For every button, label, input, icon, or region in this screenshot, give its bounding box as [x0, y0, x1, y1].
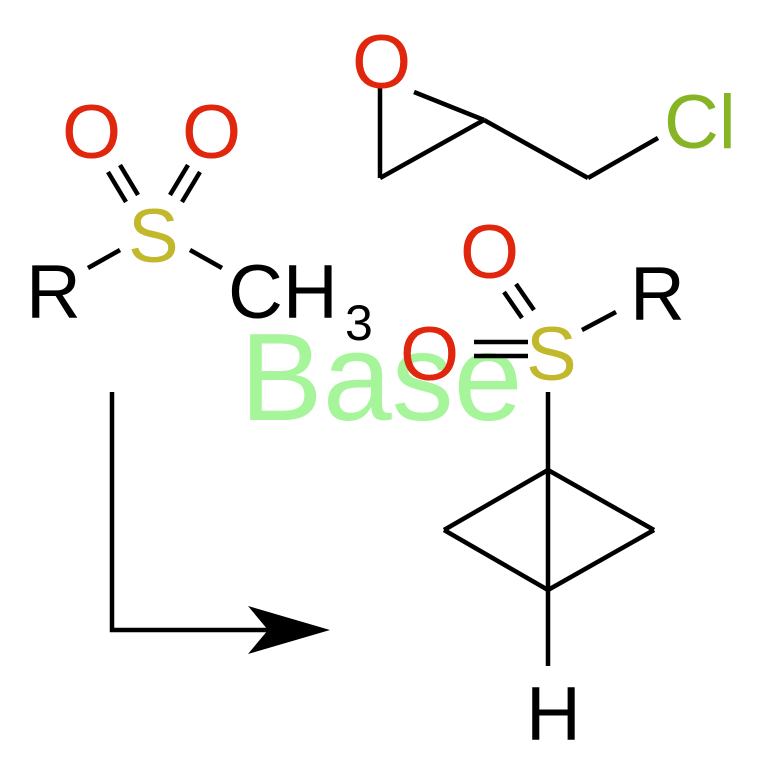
- product-oxygen-top: O: [460, 210, 519, 295]
- sulfone-sulfur: S: [128, 194, 179, 279]
- bond-ch2-cl: [586, 136, 660, 180]
- bcb-bond-left-bottom: [442, 528, 550, 592]
- reaction-arrow: [109, 392, 330, 654]
- chlorine-atom: Cl: [664, 80, 736, 165]
- arrow-shaft: [109, 392, 300, 633]
- sulfone-oxygen-left: O: [62, 90, 121, 175]
- product-oxygen-left: O: [400, 312, 459, 397]
- sulfone-r-group: R: [26, 250, 81, 335]
- bcb-bond-top-right: [546, 468, 656, 532]
- epoxide-bond-o-c2: [413, 89, 485, 123]
- bond-s-ch3: [188, 248, 224, 270]
- sulfone-methyl-ch: CH: [228, 250, 338, 335]
- bond-s-r: [86, 248, 122, 270]
- bond-s-o-left-2: [118, 163, 140, 197]
- product-sulfur: S: [526, 312, 577, 397]
- product-bond-s-o-top-2: [514, 282, 536, 312]
- epoxide-bond-c1-c2: [378, 118, 486, 180]
- bond-c2-ch2: [482, 118, 590, 180]
- bond-s-o-left-1: [106, 170, 128, 204]
- sulfone-methyl-subscript: 3: [345, 295, 373, 351]
- bcb-bond-top-left: [442, 468, 550, 532]
- reactant-sulfone: O O S R CH 3: [26, 90, 373, 351]
- product-r-group: R: [630, 252, 685, 337]
- reagent-base-label: Base: [240, 309, 523, 447]
- reactant-epichlorohydrin: O Cl: [352, 20, 736, 180]
- bond-s-o-right-2: [180, 170, 202, 204]
- epoxide-oxygen: O: [352, 20, 411, 105]
- arrow-head: [248, 606, 330, 654]
- product-bicyclobutyl-sulfone: O O S R H: [400, 210, 685, 757]
- bond-s-o-right-1: [168, 163, 190, 197]
- product-bond-s-o-top-1: [502, 290, 524, 320]
- product-bond-s-r: [580, 310, 618, 332]
- sulfone-oxygen-right: O: [182, 90, 241, 175]
- bcb-bond-right-bottom: [546, 528, 656, 592]
- product-hydrogen: H: [526, 672, 581, 757]
